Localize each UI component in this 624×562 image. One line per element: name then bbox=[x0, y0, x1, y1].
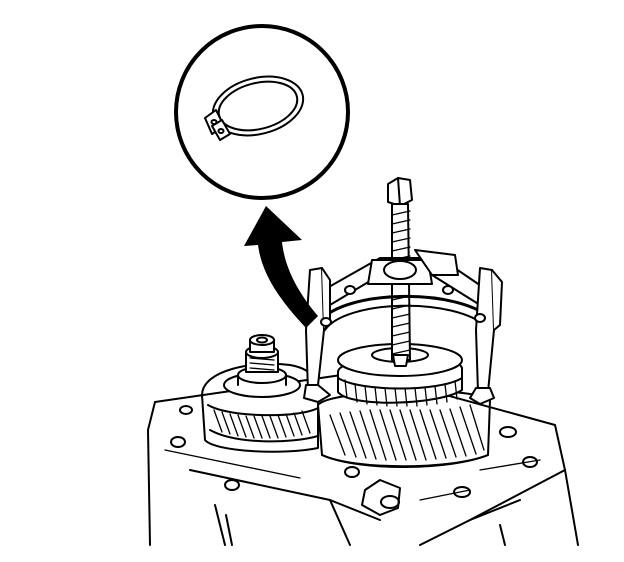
transmission-case-icon bbox=[147, 371, 579, 546]
gear-puller-icon bbox=[303, 177, 503, 405]
snap-ring-detail-icon bbox=[174, 24, 350, 200]
removal-arrow-icon bbox=[244, 206, 318, 328]
